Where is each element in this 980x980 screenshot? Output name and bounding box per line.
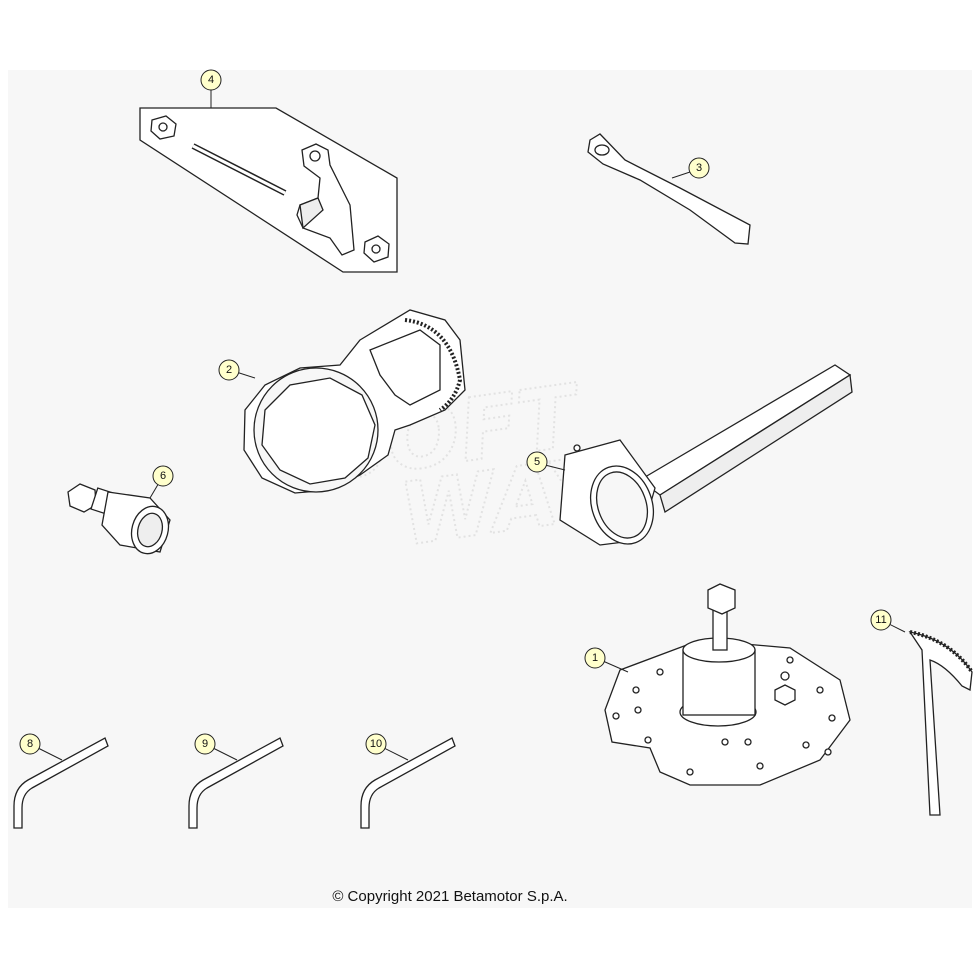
part-2-ring-wrench: [243, 309, 466, 494]
callout-10-label: 10: [370, 738, 382, 750]
callout-3[interactable]: 3: [688, 157, 710, 179]
part-3-flat-spanner: [587, 133, 751, 245]
callout-4-label: 4: [208, 74, 214, 86]
callout-3-label: 3: [696, 162, 702, 174]
part-6-socket-tool: [67, 483, 171, 555]
callout-6-label: 6: [160, 470, 166, 482]
callout-8-label: 8: [27, 738, 33, 750]
part-5-pin-spanner: [559, 364, 853, 546]
callout-9[interactable]: 9: [194, 733, 216, 755]
callout-1-label: 1: [592, 652, 598, 664]
callout-6[interactable]: 6: [152, 465, 174, 487]
part-11-gear-key: [908, 630, 974, 816]
part-10-hex-key: [360, 737, 456, 829]
part-4-kit: [139, 107, 398, 273]
part-8-hex-key: [13, 737, 109, 829]
copyright-text: © Copyright 2021 Betamotor S.p.A.: [332, 888, 568, 905]
callout-11-label: 11: [875, 614, 886, 626]
callout-2-label: 2: [226, 364, 232, 376]
callout-4[interactable]: 4: [200, 69, 222, 91]
callout-11[interactable]: 11: [870, 609, 892, 631]
callout-9-label: 9: [202, 738, 208, 750]
callout-5-label: 5: [534, 456, 540, 468]
part-1-puller-plate: [604, 583, 851, 786]
diagram-panel: [8, 70, 972, 908]
callout-1[interactable]: 1: [584, 647, 606, 669]
callout-8[interactable]: 8: [19, 733, 41, 755]
callout-5[interactable]: 5: [526, 451, 548, 473]
callout-2[interactable]: 2: [218, 359, 240, 381]
part-9-hex-key: [188, 737, 284, 829]
callout-10[interactable]: 10: [365, 733, 387, 755]
